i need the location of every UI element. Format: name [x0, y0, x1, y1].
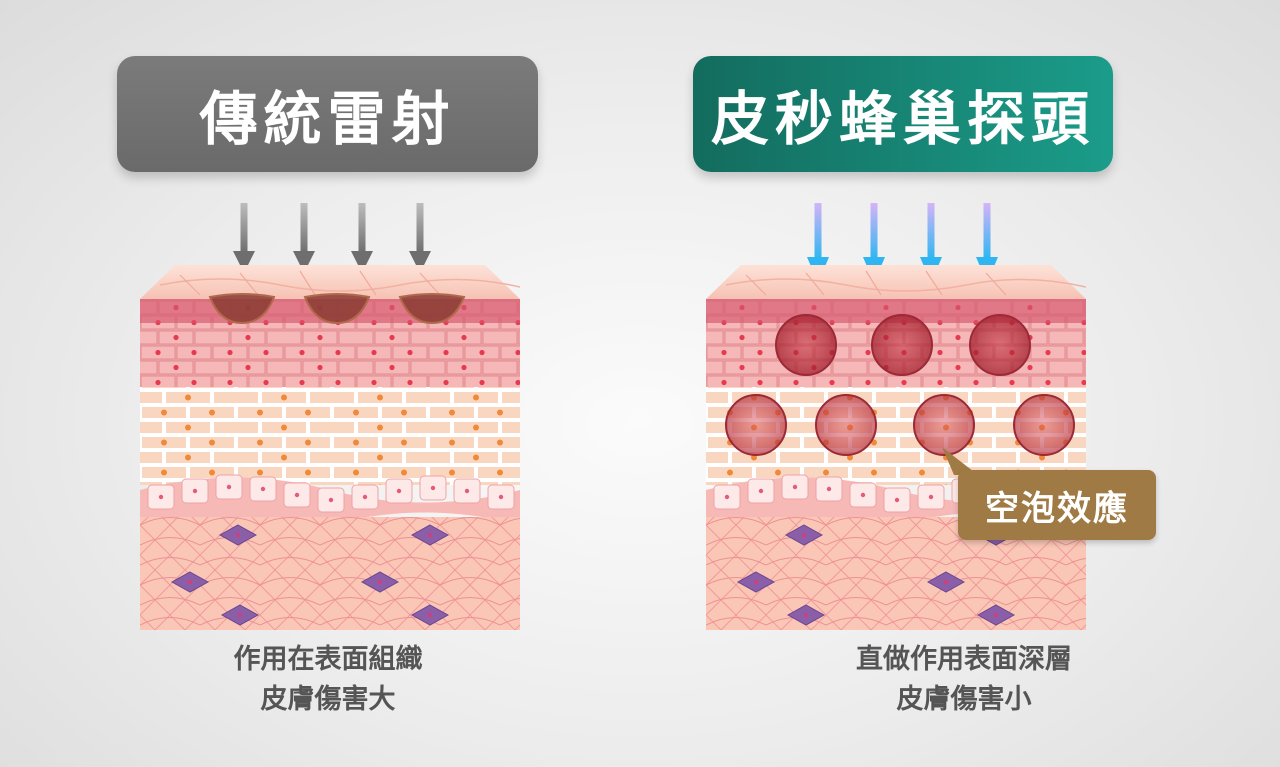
picosecond-honeycomb-panel: 皮秒蜂巢探頭 空泡效應 直做作用表面深層 皮膚傷害小: [640, 0, 1280, 767]
laser-arrows-gray: [233, 203, 431, 273]
caption-line-1: 作用在表面組織: [233, 644, 423, 675]
traditional-laser-panel: 傳統雷射 作用在表面組織 皮膚傷害大: [117, 56, 538, 715]
caption-line-2: 皮膚傷害大: [260, 684, 396, 715]
traditional-laser-title: 傳統雷射: [117, 56, 538, 172]
deep-cavitation-spots: [725, 314, 1075, 456]
traditional-laser-skin-diagram: [140, 203, 520, 630]
surface-burn-marks: [208, 293, 466, 325]
picosecond-skin-diagram: [706, 203, 1086, 630]
traditional-laser-caption: 作用在表面組織 皮膚傷害大: [8, 640, 648, 720]
cavitation-effect-callout: 空泡效應: [958, 470, 1156, 540]
picosecond-caption: 直做作用表面深層 皮膚傷害小: [684, 640, 1244, 720]
callout-pointer: [942, 447, 978, 475]
picosecond-honeycomb-title: 皮秒蜂巢探頭: [693, 56, 1113, 172]
caption-line-2: 皮膚傷害小: [896, 684, 1032, 715]
caption-line-1: 直做作用表面深層: [856, 644, 1072, 675]
